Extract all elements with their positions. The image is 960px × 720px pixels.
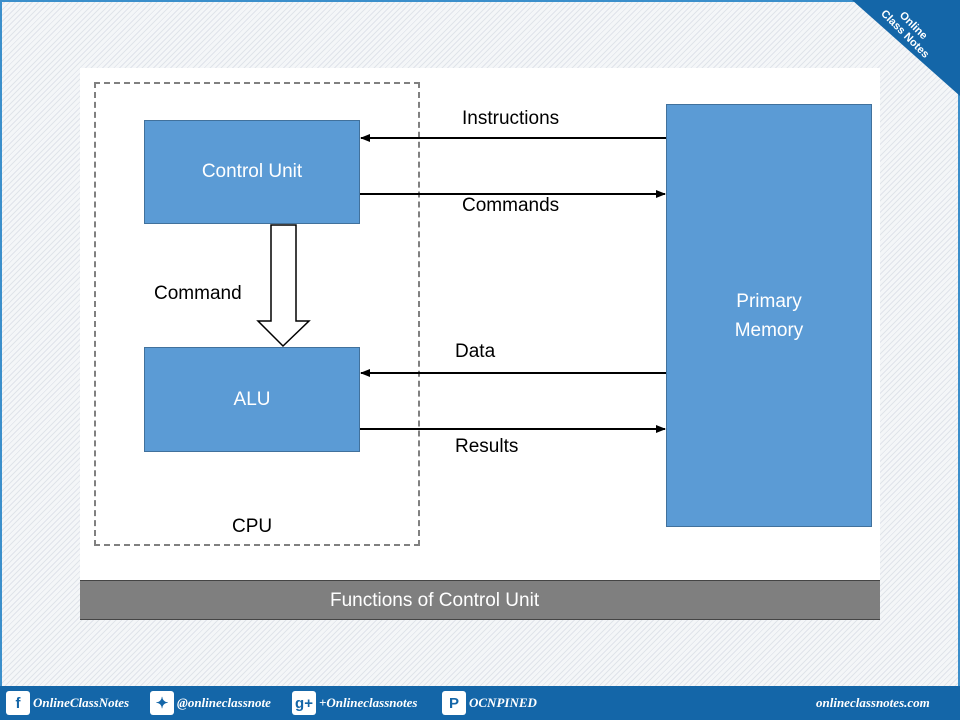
command-label: Command xyxy=(154,283,242,304)
twitter-link[interactable]: ✦ @onlineclassnote xyxy=(150,690,271,716)
data-label: Data xyxy=(455,341,496,362)
footer-bar: f OnlineClassNotes ✦ @onlineclassnote g+… xyxy=(0,686,960,720)
primary-memory-label-line2: Memory xyxy=(734,319,804,341)
alu-label: ALU xyxy=(233,388,271,410)
primary-memory-label-line1: Primary xyxy=(736,290,802,312)
pinterest-link[interactable]: P OCNPINED xyxy=(442,690,537,716)
googleplus-label: +Onlineclassnotes xyxy=(319,695,418,710)
instructions-label: Instructions xyxy=(462,108,560,129)
facebook-icon: f xyxy=(6,691,30,715)
facebook-link[interactable]: f OnlineClassNotes xyxy=(6,690,129,716)
pinterest-label: OCNPINED xyxy=(469,695,537,710)
cpu-boundary xyxy=(94,82,420,546)
googleplus-icon: g+ xyxy=(292,691,316,715)
pinterest-icon: P xyxy=(442,691,466,715)
caption-text: Functions of Control Unit xyxy=(330,590,540,611)
website-link[interactable]: onlineclassnotes.com xyxy=(816,690,930,716)
primary-memory-box: Primary Memory xyxy=(666,104,872,527)
website-label: onlineclassnotes.com xyxy=(816,695,930,710)
cpu-label: CPU xyxy=(232,516,273,537)
alu-box: ALU xyxy=(144,347,360,452)
command-block-arrow xyxy=(256,224,311,348)
control-unit-box: Control Unit xyxy=(144,120,360,224)
commands-label: Commands xyxy=(462,195,560,216)
googleplus-link[interactable]: g+ +Onlineclassnotes xyxy=(292,690,417,716)
caption-bar: Functions of Control Unit xyxy=(80,580,880,620)
facebook-label: OnlineClassNotes xyxy=(33,695,130,710)
results-label: Results xyxy=(455,436,519,457)
twitter-label: @onlineclassnote xyxy=(177,695,271,710)
control-unit-label: Control Unit xyxy=(201,161,303,182)
twitter-icon: ✦ xyxy=(150,691,174,715)
